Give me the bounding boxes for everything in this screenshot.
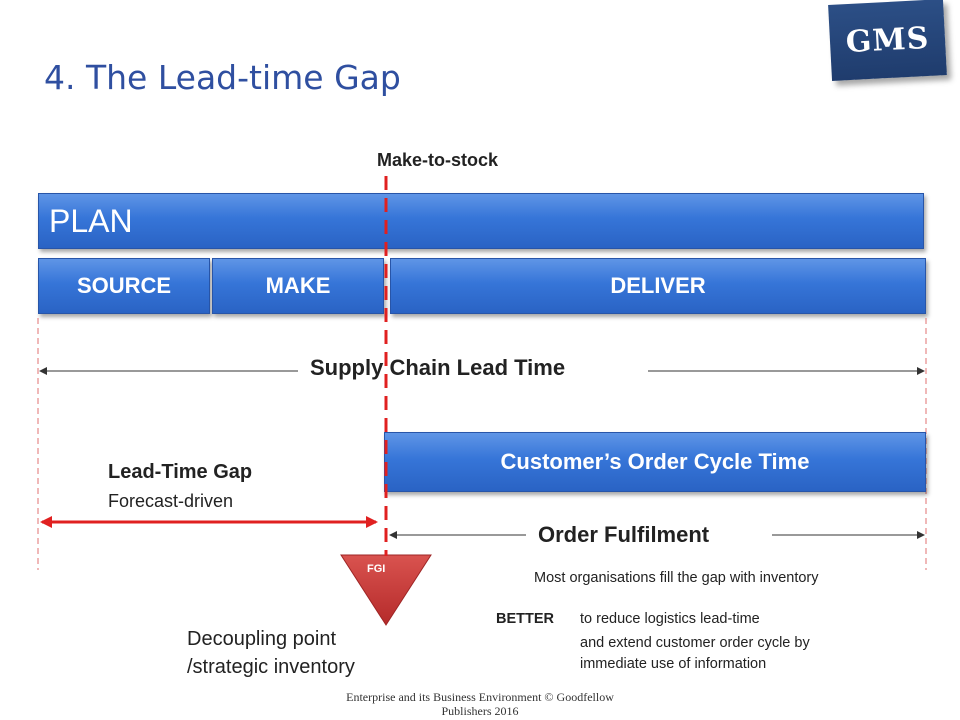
source-bar: SOURCE: [38, 258, 210, 314]
plan-bar: PLAN: [38, 193, 924, 249]
better-line-2: and extend customer order cycle by: [580, 635, 810, 651]
better-line-3: immediate use of information: [580, 656, 767, 672]
customer-order-cycle-bar: Customer’s Order Cycle Time: [384, 432, 926, 492]
forecast-driven-label: Forecast-driven: [108, 491, 234, 511]
lead-time-gap-label: Lead-Time Gap: [108, 461, 253, 483]
supply-chain-lead-time-label: Supply Chain Lead Time: [300, 355, 576, 381]
footer-credit: Enterprise and its Business Environment …: [346, 690, 614, 718]
fgi-triangle: [340, 554, 432, 626]
decoupling-line-2: /strategic inventory: [187, 656, 355, 678]
page-title: 4. The Lead-time Gap: [44, 58, 401, 97]
better-label: BETTER: [496, 611, 554, 627]
better-line-1: to reduce logistics lead-time: [580, 611, 760, 627]
make-to-stock-label: Make-to-stock: [377, 150, 499, 170]
most-orgs-text: Most organisations fill the gap with inv…: [534, 570, 819, 586]
deliver-bar: DELIVER: [390, 258, 926, 314]
make-bar: MAKE: [212, 258, 384, 314]
fgi-label: FGI: [367, 563, 386, 575]
decoupling-line-1: Decoupling point: [187, 628, 336, 650]
order-fulfilment-label: Order Fulfilment: [528, 522, 720, 548]
